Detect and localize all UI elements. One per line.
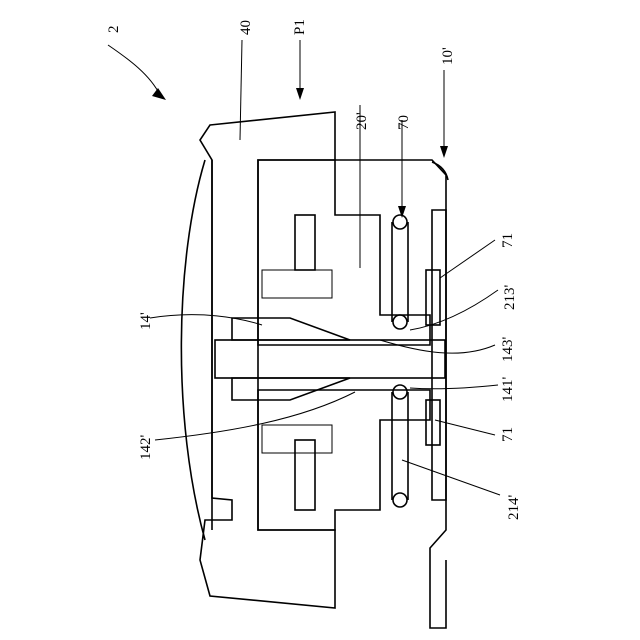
label-groove: 143': [500, 337, 516, 363]
label-slot: 214': [506, 495, 522, 521]
label-p1: P1: [292, 19, 308, 35]
label-recess: 213': [502, 285, 518, 311]
spring-part: [392, 215, 408, 507]
label-fig-ref: 2: [106, 26, 122, 34]
label-housing: 10': [440, 47, 456, 65]
label-cover: 40: [238, 20, 254, 35]
label-clip-bottom: 71: [500, 427, 516, 442]
label-shaft: 14': [138, 312, 154, 330]
label-shoulder: 141': [500, 377, 516, 403]
label-spring: 70: [396, 115, 412, 130]
label-flange: 142': [138, 435, 154, 461]
label-clip-top: 71: [500, 233, 516, 248]
label-frame: 20': [354, 112, 370, 130]
clip-part: [426, 270, 440, 445]
leader-lines: [108, 40, 500, 495]
